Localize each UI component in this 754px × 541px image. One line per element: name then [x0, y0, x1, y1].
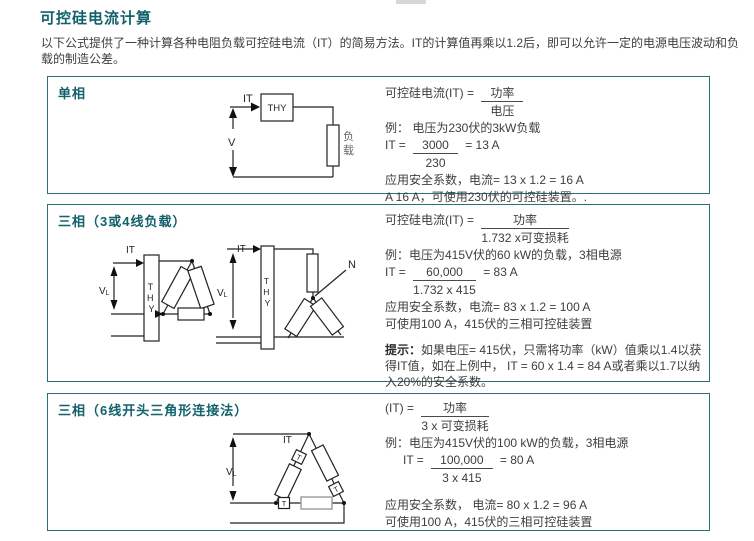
calc-prefix: IT = [385, 265, 406, 279]
load-resistor-bottom [300, 496, 333, 510]
formula-fraction: 功率 电压 [481, 86, 524, 118]
load-resistor [326, 124, 340, 167]
tip-label: 提示： [385, 343, 422, 357]
calc-result: = 13 A [465, 138, 500, 152]
single-phase-formula-column: 可控硅电流(IT) = 功率 电压 例： 电压为230伏的3kW负载 IT = … [385, 86, 707, 207]
load-resistor-right [310, 444, 340, 482]
tip-paragraph: 提示：如果电压= 415伏，只需将功率（kW）值乘以1.4以获得IT值，如在上例… [385, 342, 707, 390]
svg-text:T H Y: T H Y [147, 282, 156, 314]
calc-row: IT = 3000 230 = 13 A [385, 138, 707, 170]
vl-down-arrowhead [110, 300, 118, 310]
usage-line: A 16 A，可使用230伏的可控硅装置。. [385, 190, 588, 204]
delta-resistor-left [160, 265, 195, 310]
cropped-page-fragment [396, 0, 426, 4]
svg-text:T: T [282, 499, 287, 508]
thy-letter-t: T [148, 282, 154, 292]
svg-text:T H Y: T H Y [263, 276, 272, 308]
panel-heading-three-phase-34wire: 三相（3或4线负载） [58, 214, 187, 229]
thyristor-module-right: T [327, 480, 345, 498]
thyristor-stack [143, 254, 160, 342]
delta-resistor-bottom [177, 307, 205, 321]
voltage-down-arrowhead [229, 167, 237, 177]
vl-label: VL [99, 286, 110, 297]
star-resistor-right [309, 297, 345, 336]
safety-line: 应用安全系数，电流= 13 x 1.2 = 16 A [385, 173, 584, 187]
formula-row: 可控硅电流(IT) = 功率 电压 [385, 86, 707, 118]
delta-resistor-right [187, 265, 215, 310]
it-arrowhead [251, 102, 260, 112]
thy-letter-h: H [147, 293, 154, 303]
vl-down-arrowhead [229, 491, 237, 501]
it-arrowhead [136, 259, 144, 267]
intro-paragraph: 以下公式提供了一种计算各种电阻负载可控硅电流（IT）的简易方法。IT的计算值再乘… [41, 36, 740, 66]
it-current-label: IT [243, 93, 253, 105]
formula-label: (IT) = [385, 401, 414, 415]
open-delta-circuit-diagram: VL IT T T T [226, 432, 346, 524]
calc-row: IT = 60,000 1.732 x 415 = 83 A [385, 265, 707, 297]
panel-three-phase-34wire: 三相（3或4线负载） IT T H Y VL [47, 204, 710, 389]
star-resistor-left [284, 297, 317, 338]
thy-letter-y: Y [148, 304, 154, 314]
formula-label: 可控硅电流(IT) = [385, 213, 474, 227]
it-current-label: IT [283, 435, 292, 446]
thyristor-module-bottom: T [277, 496, 291, 510]
example-line: 例： 电压为230伏的3kW负载 [385, 121, 541, 135]
formula-fraction: 功率 3 x 可变损耗 [421, 401, 489, 433]
it-arrowhead-2 [253, 245, 261, 253]
formula-fraction: 功率 1.732 x可变损耗 [481, 213, 569, 245]
load-label-char1: 负 [343, 129, 354, 143]
open-delta-formula-column: (IT) = 功率 3 x 可变损耗 例：电压为415V伏的100 kW的负载，… [385, 401, 707, 532]
voltage-label: V [228, 137, 236, 149]
star-resistor-top [306, 253, 319, 293]
calc-fraction: 3000 230 [413, 138, 458, 170]
vl-up-arrowhead-2 [229, 253, 237, 263]
voltage-up-arrowhead [229, 108, 237, 118]
usage-line: 可使用100 A，415伏的三相可控硅装置 [385, 515, 593, 529]
load-label-char2: 载 [343, 144, 354, 157]
tip-text: 如果电压= 415伏，只需将功率（kW）值乘以1.4以获得IT值，如在上例中， … [385, 343, 702, 389]
it-current-label: IT [126, 245, 135, 256]
vl-label: VL [226, 467, 237, 478]
calc-fraction: 60,000 1.732 x 415 [413, 265, 476, 297]
safety-line: 应用安全系数， 电流= 80 x 1.2 = 96 A [385, 498, 588, 512]
panel-heading-single-phase: 单相 [58, 86, 87, 101]
three-phase-formula-column: 可控硅电流(IT) = 功率 1.732 x可变损耗 例：电压为415V伏的60… [385, 213, 707, 390]
calc-prefix: IT = [385, 138, 406, 152]
svg-text:T: T [295, 452, 303, 462]
safety-line: 应用安全系数，电流= 83 x 1.2 = 100 A [385, 300, 591, 314]
panel-heading-open-delta: 三相（6线开头三角形连接法） [58, 403, 249, 418]
usage-line: 可使用100 A，415伏的三相可控硅装置 [385, 317, 593, 331]
page-title: 可控硅电流计算 [40, 10, 153, 27]
load-resistor-left [273, 463, 303, 501]
calc-result: = 83 A [483, 265, 518, 279]
single-phase-circuit-diagram: IT THY 负 载 V [228, 93, 354, 178]
example-line: 例：电压为415V伏的100 kW的负载，3相电源 [385, 436, 629, 450]
calc-prefix: IT = [403, 453, 424, 467]
vl-up-arrowhead [229, 437, 237, 447]
formula-label: 可控硅电流(IT) = [385, 86, 474, 100]
phase-arrowhead [155, 310, 163, 318]
thyristor-stack-2 [260, 245, 275, 350]
calc-result: = 80 A [499, 453, 535, 467]
calc-fraction: 100,000 3 x 415 [431, 453, 493, 485]
neutral-label: N [348, 259, 356, 271]
three-phase-circuit-diagram: IT T H Y VL [99, 244, 356, 350]
calc-row: IT = 100,000 3 x 415 = 80 A [403, 453, 707, 485]
panel-single-phase: 单相 IT THY 负 载 V 可控硅电流(IT) = 功率 电 [47, 76, 710, 204]
formula-row: (IT) = 功率 3 x 可变损耗 [385, 401, 707, 433]
vl-label-2: VL [217, 288, 228, 299]
thyristor-box [260, 93, 294, 122]
formula-row: 可控硅电流(IT) = 功率 1.732 x可变损耗 [385, 213, 707, 245]
thy-label: THY [268, 103, 288, 114]
thyristor-module-left: T [290, 448, 308, 466]
svg-text:T: T [332, 484, 341, 494]
example-line: 例：电压为415V伏的60 kW的负载，3相电源 [385, 248, 622, 262]
vl-down-arrowhead-2 [229, 320, 237, 330]
panel-three-phase-open-delta: 三相（6线开头三角形连接法） VL IT T T [47, 393, 710, 531]
vl-up-arrowhead [110, 266, 118, 276]
